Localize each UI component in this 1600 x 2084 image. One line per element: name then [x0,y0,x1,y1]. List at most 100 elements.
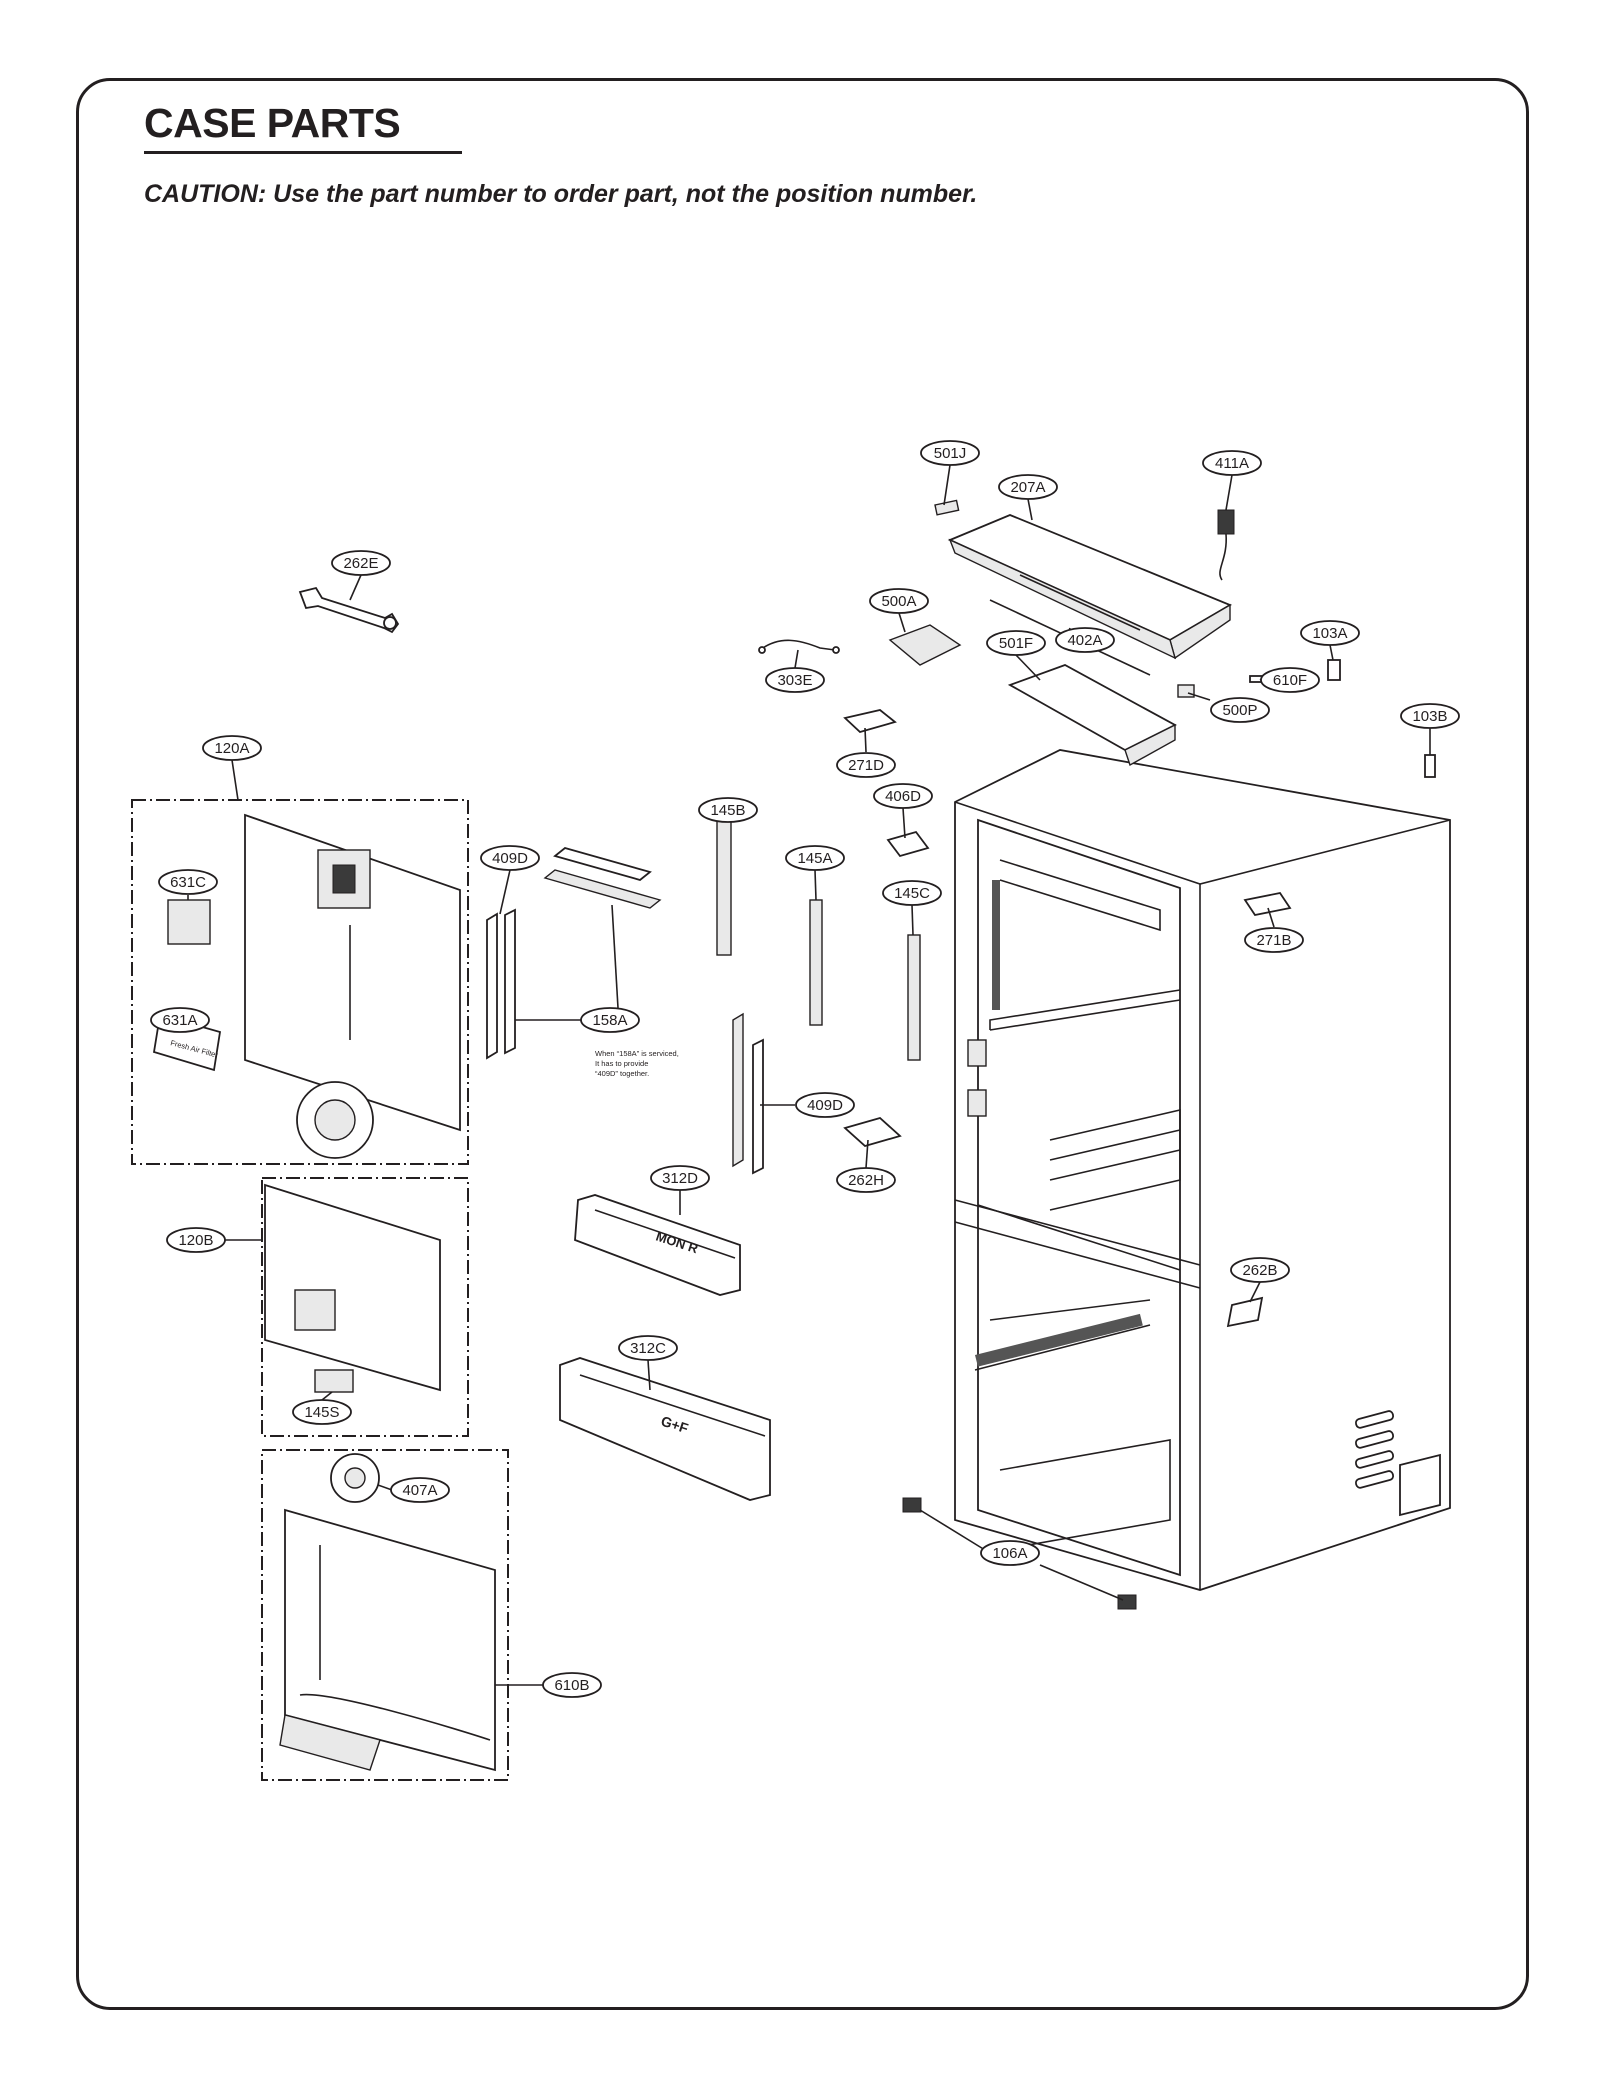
part-610B-ice-housing [279,1508,496,1772]
svg-text:312D: 312D [662,1170,698,1187]
part-271B-hinge [1243,891,1292,917]
page-title: CASE PARTS [144,100,401,146]
part-145C-rail [907,934,921,1061]
part-145A-rail [809,899,823,1026]
part-501J [934,499,960,516]
svg-text:207A: 207A [1010,479,1045,496]
part-409D-top-strips [486,847,662,1060]
callout-120A: 120A [202,735,262,761]
caution-text: CAUTION: Use the part number to order pa… [144,180,978,208]
svg-text:145B: 145B [710,802,745,819]
part-103A [1327,659,1341,681]
svg-text:271D: 271D [848,757,884,774]
callout-158A: 158A [580,1007,640,1033]
part-262B [1226,1296,1264,1328]
svg-text:406D: 406D [885,788,921,805]
svg-text:501J: 501J [934,445,967,462]
svg-text:312C: 312C [630,1340,666,1357]
part-409D-158A-side-strips [732,1012,764,1175]
svg-text:262H: 262H [848,1172,884,1189]
callout-631C: 631C [158,869,218,895]
callout-145A: 145A [785,845,845,871]
callout-303E: 303E [765,667,825,693]
callout-145B: 145B [698,797,758,823]
part-262E-wrench [298,586,400,634]
part-106A-leveling-feet [902,1497,1137,1610]
callout-501F: 501F [986,630,1046,656]
refrigerator-cabinet [954,749,1451,1591]
callout-271B: 271B [1244,927,1304,953]
assembly-box-610B [261,1449,509,1781]
part-411A-power-cord [1217,509,1235,581]
svg-text:407A: 407A [402,1482,437,1499]
callout-402A: 402A [1055,627,1115,653]
callout-631A: 631A [150,1007,210,1033]
part-407A-gear [330,1453,380,1503]
svg-text:103B: 103B [1412,708,1447,725]
svg-text:106A: 106A [992,1545,1027,1562]
callout-262H: 262H [836,1167,896,1193]
note-line-3: “409D” together. [595,1069,649,1078]
page-border [76,78,1529,2010]
callout-407A: 407A [390,1477,450,1503]
part-120B-liner [264,1183,441,1392]
callout-120B: 120B [166,1227,226,1253]
part-145B-rail [716,814,732,956]
svg-text:271B: 271B [1256,932,1291,949]
callout-103A: 103A [1300,620,1360,646]
svg-text:145C: 145C [894,885,930,902]
callout-409D-top: 409D [480,845,540,871]
svg-text:500A: 500A [881,593,916,610]
callout-262B: 262B [1230,1257,1290,1283]
callout-610B: 610B [542,1672,602,1698]
svg-text:610F: 610F [1273,672,1307,689]
svg-text:120A: 120A [214,740,249,757]
callout-262E: 262E [331,550,391,576]
callout-411A: 411A [1202,450,1262,476]
callout-145C: 145C [882,880,942,906]
title-underline [144,151,462,154]
callout-271D: 271D [836,752,896,778]
part-262H [843,1116,902,1148]
svg-text:500P: 500P [1222,702,1257,719]
callout-312D: 312D [650,1165,710,1191]
part-303E-wire [758,639,840,654]
assembly-box-120A [131,799,469,1165]
callout-106A: 106A [980,1540,1040,1566]
part-120A-liner [244,813,461,1159]
callout-312C: 312C [618,1335,678,1361]
svg-text:145A: 145A [797,850,832,867]
part-500A-pcb [888,624,962,666]
part-406D [886,830,930,858]
svg-text:409D: 409D [492,850,528,867]
part-271D-hinge [843,709,897,734]
note-line-2: It has to provide [595,1059,648,1068]
svg-text:631C: 631C [170,874,206,891]
part-207A-top-cover [947,514,1233,660]
part-312C-door-bin: G+F [559,1357,771,1501]
svg-text:631A: 631A [162,1012,197,1029]
svg-text:303E: 303E [777,672,812,689]
callout-500P: 500P [1210,697,1270,723]
svg-text:120B: 120B [178,1232,213,1249]
callout-406D: 406D [873,783,933,809]
svg-text:103A: 103A [1312,625,1347,642]
part-145S [314,1369,354,1393]
svg-text:145S: 145S [304,1404,339,1421]
callout-500A: 500A [869,588,929,614]
part-631C-filter-grille [167,899,211,945]
svg-text:262E: 262E [343,555,378,572]
callout-501J: 501J [920,440,980,466]
assembly-box-120B [261,1177,469,1437]
callout-207A: 207A [998,474,1058,500]
svg-text:501F: 501F [999,635,1033,652]
callout-103B: 103B [1400,703,1460,729]
svg-text:158A: 158A [592,1012,627,1029]
callout-145S: 145S [292,1399,352,1425]
svg-text:411A: 411A [1215,455,1249,472]
svg-text:262B: 262B [1242,1262,1277,1279]
svg-text:610B: 610B [554,1677,589,1694]
part-103B [1424,754,1436,778]
part-312D-door-bin: MON R [574,1194,741,1296]
